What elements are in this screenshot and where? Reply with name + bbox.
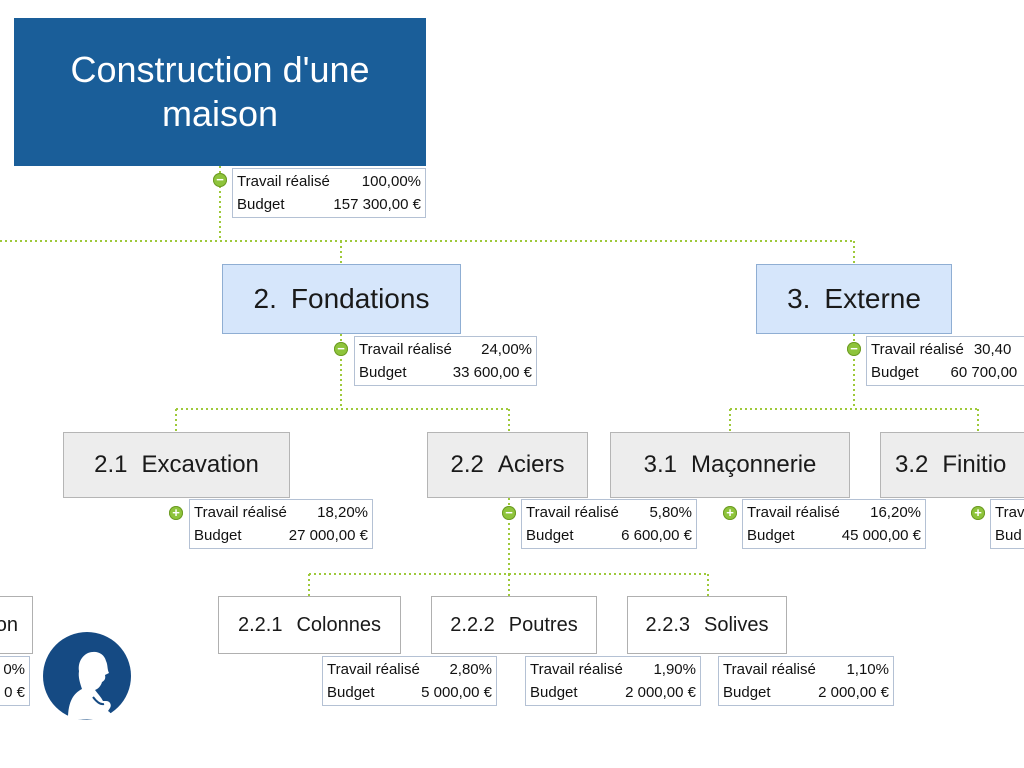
root-node[interactable]: Construction d'une maison [14, 18, 426, 166]
root-info-box: Travail réalisé 100,00% Budget 157 300,00 … [232, 168, 426, 218]
work-value: 16,20% [870, 504, 921, 521]
budget-label: Budget [530, 684, 578, 701]
work-value: 30,40 [973, 341, 1012, 358]
node-number: 3.2 [895, 451, 929, 478]
budget-label: Budget [723, 684, 771, 701]
budget-value: 0 € [4, 684, 25, 701]
node-number: 2. [253, 283, 277, 314]
node-number: 3. [787, 283, 811, 314]
work-value: 5,80% [649, 504, 692, 521]
work-value: 24,00% [481, 341, 532, 358]
work-value: 0% [3, 661, 25, 678]
root-title-line2: maison [161, 93, 279, 134]
node-excavation[interactable]: 2.1 Excavation [63, 432, 290, 498]
externe-info-box: Travail réalisé 30,40 Budget 60 700,00 [866, 336, 1024, 386]
node-number: 3.1 [643, 451, 677, 478]
work-value: 1,90% [653, 661, 696, 678]
node-label: Fondations [290, 283, 430, 314]
root-title-line1: Construction d'une [70, 49, 370, 90]
work-label: Travail réalisé [194, 504, 287, 521]
budget-value: 157 300,00 € [333, 196, 421, 213]
node-fondations[interactable]: 2. Fondations [222, 264, 461, 334]
budget-value: 5 000,00 € [421, 684, 492, 701]
solives-info-box: Travail réalisé 1,10% Budget 2 000,00 € [718, 656, 894, 706]
node-label: on [0, 613, 18, 636]
budget-value: 60 700,00 [950, 364, 1018, 381]
node-number: 2.2.2 [450, 613, 495, 636]
work-label: Travail réalisé [237, 173, 330, 190]
node-label: Excavation [141, 451, 259, 478]
node-label: Aciers [497, 451, 565, 478]
budget-label: Budget [359, 364, 407, 381]
work-label: Travail réalisé [723, 661, 816, 678]
budget-value: 45 000,00 € [841, 527, 921, 544]
budget-label: Budget [871, 364, 919, 381]
node-label: Solives [704, 613, 769, 636]
budget-value: 2 000,00 € [818, 684, 889, 701]
work-label: Travail réalisé [530, 661, 623, 678]
collapse-toggle-icon[interactable]: − [334, 342, 348, 356]
aciers-info-box: Travail réalisé 5,80% Budget 6 600,00 € [521, 499, 697, 549]
excavation-info-box: Travail réalisé 18,20% Budget 27 000,00 € [189, 499, 373, 549]
node-label: Poutres [508, 613, 578, 636]
node-colonnes[interactable]: 2.2.1 Colonnes [218, 596, 401, 654]
work-label: Travail réalisé [327, 661, 420, 678]
maconnerie-info-box: Travail réalisé 16,20% Budget 45 000,00 € [742, 499, 926, 549]
budget-value: 27 000,00 € [288, 527, 368, 544]
budget-label: Budget [327, 684, 375, 701]
collapse-toggle-icon[interactable]: − [847, 342, 861, 356]
expand-toggle-icon[interactable]: + [169, 506, 183, 520]
work-value: 2,80% [449, 661, 492, 678]
budget-label: Bud [995, 527, 1022, 544]
node-label: Finitio [942, 451, 1007, 478]
expand-toggle-icon[interactable]: + [723, 506, 737, 520]
node-maconnerie[interactable]: 3.1 Maçonnerie [610, 432, 850, 498]
node-partial-left[interactable]: on [0, 596, 33, 654]
node-label: Maçonnerie [690, 451, 817, 478]
node-number: 2.1 [94, 451, 128, 478]
node-solives[interactable]: 2.2.3 Solives [627, 596, 787, 654]
work-value: 100,00% [361, 173, 421, 190]
collapse-toggle-icon[interactable]: − [502, 506, 516, 520]
node-externe[interactable]: 3. Externe [756, 264, 952, 334]
work-label: Trav [995, 504, 1024, 521]
thinking-person-logo-icon [43, 632, 131, 720]
collapse-toggle-icon[interactable]: − [213, 173, 227, 187]
expand-toggle-icon[interactable]: + [971, 506, 985, 520]
budget-label: Budget [747, 527, 795, 544]
node-aciers[interactable]: 2.2 Aciers [427, 432, 588, 498]
node-number: 2.2 [450, 451, 484, 478]
work-label: Travail réalisé [747, 504, 840, 521]
budget-value: 2 000,00 € [625, 684, 696, 701]
budget-value: 6 600,00 € [621, 527, 692, 544]
work-label: Travail réalisé [526, 504, 619, 521]
finitions-info-box: Trav Bud [990, 499, 1024, 549]
poutres-info-box: Travail réalisé 1,90% Budget 2 000,00 € [525, 656, 701, 706]
node-number: 2.2.1 [238, 613, 283, 636]
work-label: Travail réalisé [359, 341, 452, 358]
budget-value: 33 600,00 € [452, 364, 532, 381]
work-label: Travail réalisé [871, 341, 964, 358]
node-label: Colonnes [296, 613, 381, 636]
fondations-info-box: Travail réalisé 24,00% Budget 33 600,00 € [354, 336, 537, 386]
node-finitions[interactable]: 3.2 Finitio [880, 432, 1024, 498]
work-value: 18,20% [317, 504, 368, 521]
colonnes-info-box: Travail réalisé 2,80% Budget 5 000,00 € [322, 656, 497, 706]
partial-left-info-box: 0% 0 € [0, 656, 30, 706]
work-value: 1,10% [846, 661, 889, 678]
node-label: Externe [824, 283, 921, 314]
budget-label: Budget [194, 527, 242, 544]
node-poutres[interactable]: 2.2.2 Poutres [431, 596, 597, 654]
node-number: 2.2.3 [645, 613, 690, 636]
budget-label: Budget [526, 527, 574, 544]
budget-label: Budget [237, 196, 285, 213]
